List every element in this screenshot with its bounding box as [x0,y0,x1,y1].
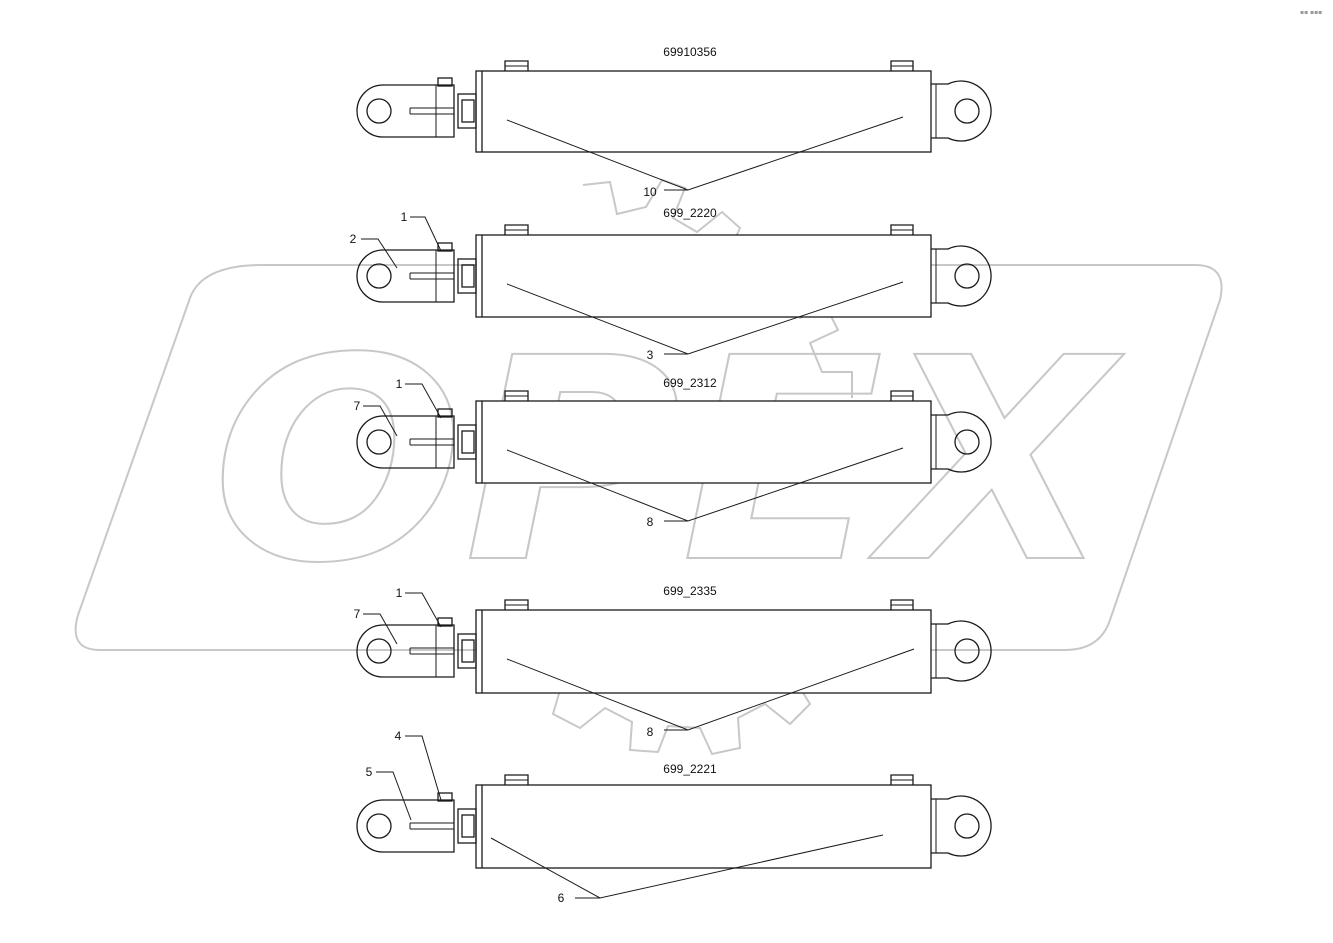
callout-number: 8 [647,725,654,739]
hydraulic-cylinder: 699_2312 1 7 8 [354,376,992,529]
rod-gland [457,633,477,669]
rear-pin-hole [954,98,980,124]
rear-eye-mount [931,620,992,682]
watermark-frame [74,264,1223,651]
gland-nut [461,639,475,663]
cylinder-barrel [475,400,932,484]
leader-line [363,405,398,437]
leader-line [405,592,442,628]
leader-line [376,771,412,821]
callout-number: 7 [354,607,361,621]
grease-nipple [437,242,453,252]
rod-clevis [356,799,455,853]
rear-eye-mount [931,795,992,857]
callout-number: 1 [401,210,408,224]
cylinder-barrel [475,70,932,153]
rod-gland [457,93,477,129]
front-pin-hole [366,813,392,839]
cylinder-barrel [475,609,932,694]
rod-gland [457,258,477,294]
leader-line [363,613,398,645]
front-pin-hole [366,98,392,124]
rod-clevis [356,415,455,469]
rod-gland [457,808,477,844]
cylinder-part-number: 69910356 [663,45,717,59]
rod-gland [457,424,477,460]
rod-clevis [356,249,455,303]
gland-nut [461,814,475,838]
gland-nut [461,99,475,123]
callout-number: 1 [396,377,403,391]
hydraulic-cylinder: 69910356 10 [356,45,992,199]
cylinder-barrel [475,784,932,869]
rear-pin-hole [954,263,980,289]
hydraulic-cylinder: 699_2220 1 2 3 [350,206,992,362]
cylinder-part-number: 699_2220 [663,206,717,220]
grease-nipple [437,792,453,802]
rod-clevis [356,624,455,678]
rear-pin-hole [954,429,980,455]
callout-number: 8 [647,515,654,529]
gland-nut [461,264,475,288]
rod-clevis [356,84,455,138]
leader-line [405,383,442,419]
gland-nut [461,430,475,454]
hydraulic-cylinder: 699_2221 4 5 6 [356,729,992,905]
leader-line [405,735,442,801]
hydraulic-cylinder: 699_2335 1 7 8 [354,584,992,739]
cylinder-part-number: 699_2312 [663,376,717,390]
callout-number: 2 [350,232,357,246]
callout-number: 5 [366,765,373,779]
front-pin-hole [366,638,392,664]
rear-pin-hole [954,813,980,839]
cylinder-part-number: 699_2335 [663,584,717,598]
front-pin-hole [366,429,392,455]
corner-mark: ▪▪ ▪▪▪ [1300,9,1322,16]
rear-eye-mount [931,245,992,307]
leader-line [410,216,442,252]
callout-number: 3 [647,348,654,362]
callout-number: 10 [643,185,657,199]
callout-number: 6 [558,891,565,905]
cylinder-part-number: 699_2221 [663,762,717,776]
leader-line [361,238,398,269]
cylinder-barrel [475,234,932,318]
grease-nipple [437,77,453,87]
rear-eye-mount [931,80,992,142]
callout-number: 4 [395,729,402,743]
callout-number: 1 [396,586,403,600]
rear-eye-mount [931,411,992,473]
front-pin-hole [366,263,392,289]
callout-number: 7 [354,399,361,413]
rear-pin-hole [954,638,980,664]
